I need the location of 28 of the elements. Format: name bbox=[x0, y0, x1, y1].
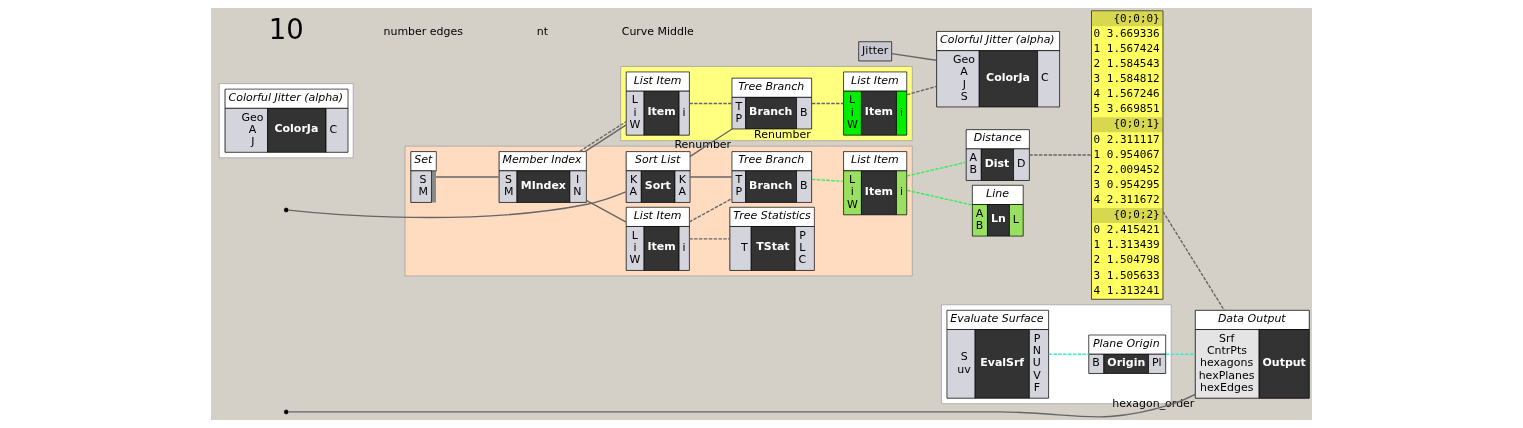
connector bbox=[811, 178, 845, 183]
connector bbox=[906, 189, 973, 206]
connector bbox=[906, 161, 967, 177]
connector bbox=[1165, 353, 1196, 355]
node-label: Renumber bbox=[674, 138, 732, 152]
connector bbox=[435, 176, 500, 178]
label: nt bbox=[536, 24, 549, 38]
connector bbox=[1048, 353, 1090, 355]
connector bbox=[891, 53, 937, 61]
connector bbox=[287, 191, 627, 219]
connector bbox=[688, 197, 733, 223]
node-label: Renumber bbox=[754, 127, 811, 141]
cluster bbox=[620, 66, 913, 141]
connector bbox=[1028, 154, 1092, 156]
connector bbox=[585, 199, 627, 223]
connector bbox=[1162, 210, 1225, 311]
label: number edges bbox=[383, 24, 463, 38]
node-label: hexagon_order bbox=[1112, 396, 1195, 410]
connector bbox=[906, 85, 937, 96]
connector bbox=[688, 238, 731, 240]
label: 10 bbox=[268, 13, 304, 45]
connector bbox=[689, 128, 733, 158]
cluster bbox=[218, 83, 354, 159]
connector bbox=[688, 102, 733, 105]
connector bbox=[689, 176, 733, 178]
label: Curve Middle bbox=[621, 24, 694, 38]
connector bbox=[287, 393, 1196, 418]
connector bbox=[811, 102, 845, 105]
